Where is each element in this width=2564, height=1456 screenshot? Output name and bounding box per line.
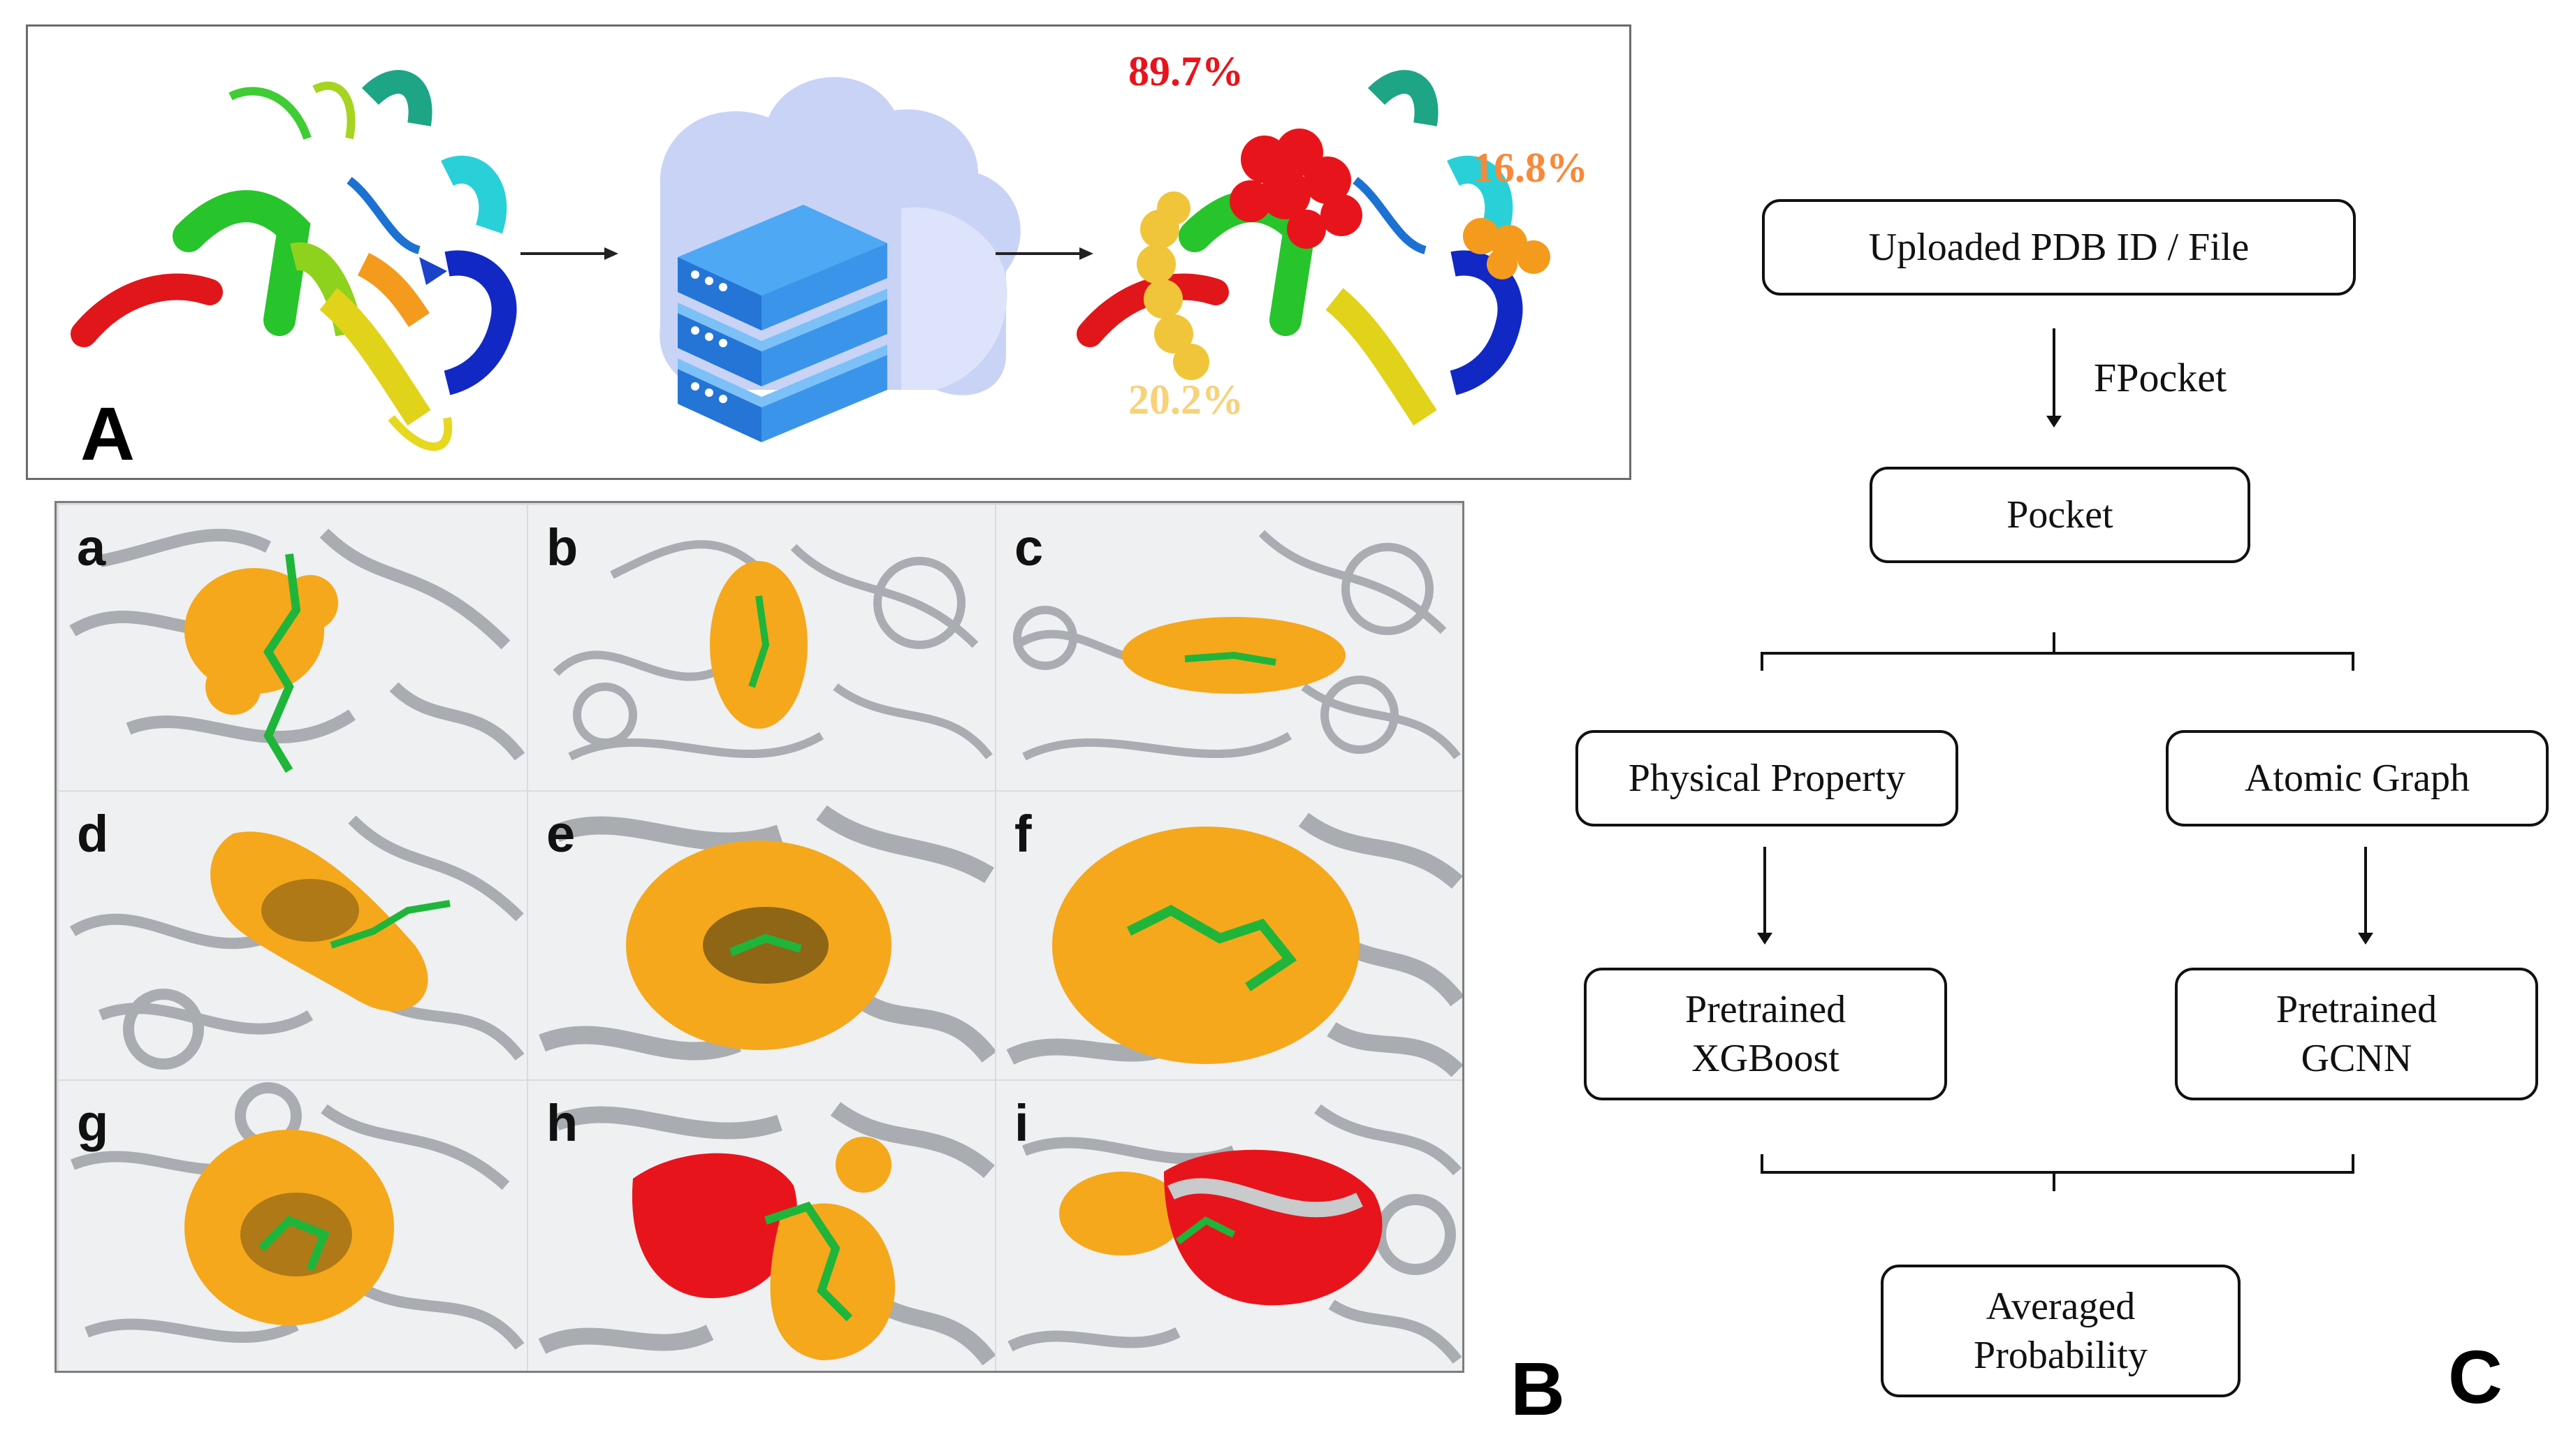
panel-a-letter: A: [80, 391, 135, 476]
pocket-red-probability: 89.7%: [1128, 48, 1244, 94]
tile-label: d: [77, 805, 109, 863]
tile-label: g: [77, 1094, 109, 1152]
tile-label: i: [1014, 1094, 1029, 1152]
tile-f: f: [996, 792, 1462, 1079]
tile-e: e: [528, 792, 995, 1079]
tile-g: g: [59, 1081, 527, 1371]
tile-label: a: [77, 518, 106, 576]
protein-structure-output: [1077, 70, 1550, 426]
physical-property-box: Physical Property: [1575, 730, 1958, 827]
panel-b-grid: a b c: [54, 501, 1464, 1373]
tile-label: h: [546, 1094, 578, 1152]
panel-a-illustration: [71, 70, 1550, 451]
protein-structure-input: [71, 70, 517, 451]
tile-a: a: [59, 505, 527, 790]
fpocket-label: FPocket: [2094, 355, 2227, 400]
cloud-server-icon: [660, 77, 1021, 442]
averaged-probability-box: Averaged Probability: [1881, 1265, 2241, 1397]
panel-a: 89.7% 16.8% 20.2% A: [26, 24, 1631, 480]
pretrained-xgboost-box: Pretrained XGBoost: [1584, 968, 1947, 1100]
tile-d: d: [59, 792, 527, 1079]
upload-pdb-box: Uploaded PDB ID / File: [1762, 199, 2356, 296]
tile-c: c: [996, 505, 1462, 790]
pocket-box: Pocket: [1870, 467, 2250, 563]
tile-i: i: [996, 1081, 1462, 1371]
tile-b: b: [528, 505, 995, 790]
atomic-graph-box: Atomic Graph: [2166, 730, 2549, 827]
tile-h: h: [528, 1081, 995, 1371]
tile-label: c: [1014, 518, 1044, 576]
panel-c-letter: C: [2448, 1334, 2503, 1419]
tile-label: b: [546, 518, 578, 576]
tile-label: e: [546, 805, 576, 863]
tile-label: f: [1014, 805, 1032, 863]
pocket-yellow-probability: 20.2%: [1128, 377, 1244, 423]
pocket-orange-probability: 16.8%: [1473, 145, 1588, 191]
panel-b-letter: B: [1510, 1346, 1565, 1431]
pretrained-gcnn-box: Pretrained GCNN: [2175, 968, 2538, 1100]
